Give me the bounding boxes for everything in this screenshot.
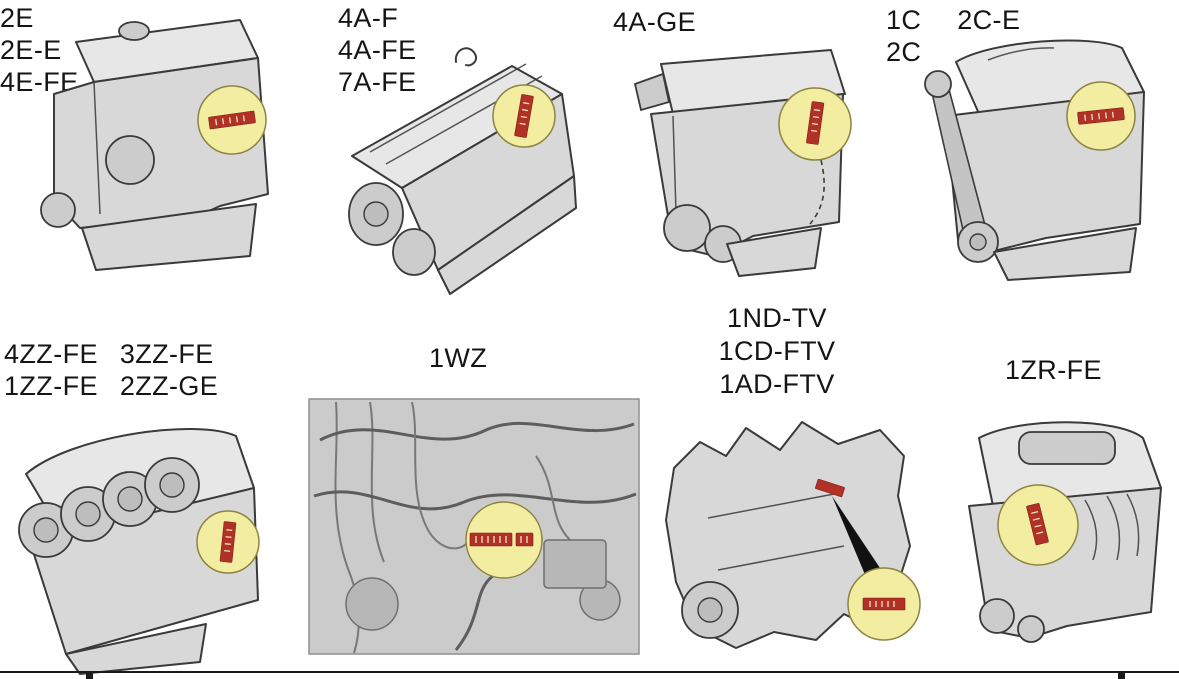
oil-pan xyxy=(81,203,257,271)
engine-illustration-4a-ge xyxy=(633,49,852,277)
engine-figure-1c-2c-family: 1C 2C-E 2C xyxy=(884,0,1179,300)
engine-number-plate-icon xyxy=(514,94,534,138)
pulley xyxy=(392,228,436,276)
engine-label: 1CD-FTV xyxy=(718,336,836,366)
hose xyxy=(369,401,385,563)
id-plate-callout xyxy=(196,510,260,574)
oil-pan xyxy=(437,175,577,295)
engine-label: 1ZZ-FE xyxy=(4,371,98,401)
engine-figure-1zr-fe: 1ZR-FE xyxy=(935,340,1179,675)
engine-label: 1ZR-FE xyxy=(1005,355,1102,385)
oil-pan xyxy=(65,623,207,675)
pulley xyxy=(1017,615,1045,643)
hose xyxy=(411,401,471,550)
engine-labels-1c-2c-family: 1C 2C-E 2C xyxy=(886,4,1020,68)
engine-labels-zz-family: 4ZZ-FE 3ZZ-FE 1ZZ-FE 2ZZ-GE xyxy=(4,338,218,402)
engine-number-plate-icon xyxy=(219,521,237,563)
engine-illustration-4a-family xyxy=(348,47,577,295)
pulley xyxy=(663,204,711,252)
engine-illustration-zz-family xyxy=(18,428,260,675)
pulley xyxy=(40,192,76,228)
id-plate-callout xyxy=(847,567,921,641)
engine-figure-1wz: 1WZ xyxy=(305,340,645,670)
engine-label: 1AD-FTV xyxy=(719,369,835,399)
engine-number-plate-icon xyxy=(806,101,825,145)
engine-label: 2ZZ-GE xyxy=(119,371,219,401)
engine-illustration-1wz xyxy=(308,398,640,655)
engine-label: 4ZZ-FE xyxy=(4,339,98,369)
table-border-mark xyxy=(86,673,93,679)
engine-labels-1zr-fe: 1ZR-FE xyxy=(1005,354,1102,386)
engine-labels-4a-ge: 4A-GE xyxy=(613,6,696,38)
cover-badge xyxy=(1018,431,1116,465)
engine-number-plate-icon xyxy=(815,478,845,498)
intake-snorkel xyxy=(633,72,671,112)
engine-figure-4a-ge: 4A-GE xyxy=(605,0,890,300)
engine-label: 2E-E xyxy=(0,35,62,65)
engine-number-plate-icon xyxy=(469,532,513,547)
hose xyxy=(334,401,360,654)
engine-label: 2E xyxy=(0,3,34,33)
engine-figure-2e-family: 2E 2E-E 4E-FE xyxy=(0,0,312,302)
engine-labels-4a-family: 4A-F 4A-FE 7A-FE xyxy=(338,2,417,98)
oil-pan xyxy=(993,227,1137,281)
engine-label: 1ND-TV xyxy=(727,303,827,333)
engine-label: 1WZ xyxy=(429,343,488,373)
id-plate-callout xyxy=(1066,81,1136,151)
hose xyxy=(535,455,571,541)
id-plate-callout xyxy=(197,85,267,155)
engine-figure-nd-cd-ad-family: 1ND-TV 1CD-FTV 1AD-FTV xyxy=(645,296,940,679)
intake-runners xyxy=(18,457,200,558)
hose xyxy=(313,490,637,511)
id-plate-callout xyxy=(492,84,556,148)
engine-label: 4A-GE xyxy=(613,7,697,37)
engine-label: 2C-E xyxy=(957,5,1021,35)
id-plate-callout xyxy=(465,501,543,579)
engine-illustration-nd-cd-ad-family xyxy=(665,421,921,649)
engine-labels-1wz: 1WZ xyxy=(429,342,487,374)
engine-number-plate-icon xyxy=(862,597,906,611)
bottom-divider-line xyxy=(0,671,1179,673)
id-plate-callout xyxy=(778,87,852,161)
oil-pan xyxy=(726,227,822,277)
engine-number-plate-icon xyxy=(515,532,534,547)
table-border-mark xyxy=(1118,673,1125,679)
engine-component xyxy=(345,577,399,631)
engine-label: 3ZZ-FE xyxy=(119,339,214,369)
engine-label: 7A-FE xyxy=(338,67,417,97)
engine-labels-nd-cd-ad-family: 1ND-TV 1CD-FTV 1AD-FTV xyxy=(667,302,887,401)
engine-component xyxy=(543,539,607,589)
pulley xyxy=(979,598,1015,634)
engine-figure-zz-family: 4ZZ-FE 3ZZ-FE 1ZZ-FE 2ZZ-GE xyxy=(0,336,300,679)
engine-label: 4A-F xyxy=(338,3,399,33)
pulley xyxy=(924,70,952,98)
engine-label: 1C xyxy=(886,5,922,35)
engine-label: 4A-FE xyxy=(338,35,417,65)
engine-label: 2C xyxy=(886,37,922,67)
hose xyxy=(319,421,635,442)
id-plate-callout xyxy=(997,484,1079,566)
distributor xyxy=(105,135,155,185)
oil-cap xyxy=(118,21,150,41)
engine-illustration-2e-family xyxy=(40,19,269,271)
engine-illustration-1zr-fe xyxy=(968,421,1162,643)
engine-illustration-1c-2c-family xyxy=(924,39,1145,281)
engine-number-plate-on-block xyxy=(815,478,845,498)
hoist-hook xyxy=(454,47,477,67)
engine-figure-4a-family: 4A-F 4A-FE 7A-FE xyxy=(318,0,603,300)
